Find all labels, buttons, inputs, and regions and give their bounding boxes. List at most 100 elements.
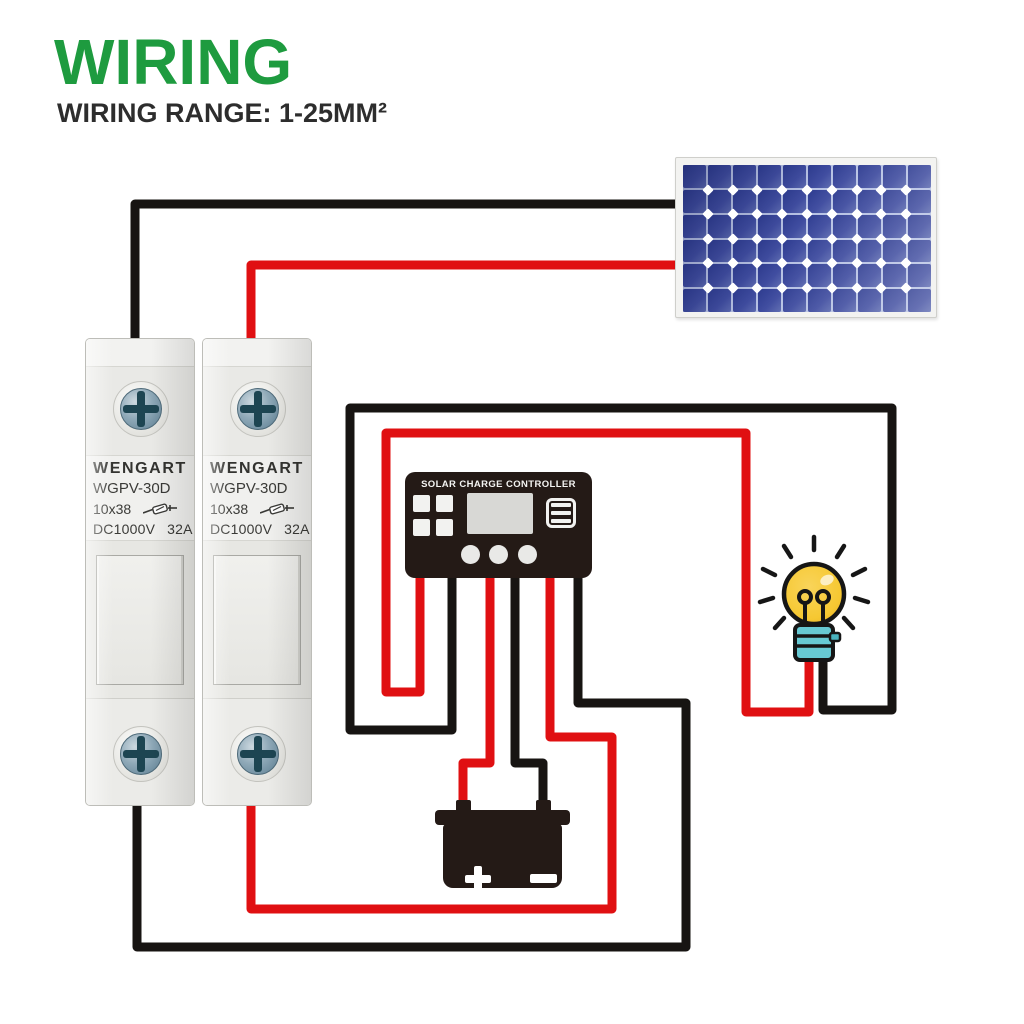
controller-title: SOLAR CHARGE CONTROLLER [421, 479, 576, 490]
solar-cell [733, 165, 756, 188]
controller-button [488, 545, 508, 564]
fuse-size-row: 10x38 [93, 499, 194, 519]
phillips-screw-icon [113, 726, 169, 782]
solar-cell [683, 165, 706, 188]
pv-negative-wire [130, 199, 675, 344]
solar-cell [883, 289, 906, 312]
bulb-glass [781, 561, 847, 627]
solar-cell [883, 214, 906, 238]
screw-cross [240, 750, 276, 758]
fuse-model: WGPV-30D [210, 480, 288, 497]
solar-cell [733, 264, 756, 288]
phillips-screw-icon [230, 381, 286, 437]
fuse-cartridge-icon [143, 503, 178, 515]
solar-cell [683, 264, 706, 288]
phillips-screw-icon [113, 381, 169, 437]
solar-cell [833, 264, 856, 288]
solar-cell [758, 264, 781, 288]
fuse-holder-top-cap [86, 339, 194, 367]
solar-cell [833, 214, 856, 238]
solar-cell [708, 264, 731, 288]
solar-cell [858, 214, 881, 238]
solar-cell [733, 189, 756, 213]
fuse-holder-top-cap [203, 339, 311, 367]
solar-cell [808, 165, 831, 188]
solar-cell [908, 189, 931, 213]
fuse-voltage: DC1000V [210, 521, 273, 537]
solar-cell [733, 289, 756, 312]
solar-cell [833, 239, 856, 263]
minus-symbol [530, 874, 557, 883]
fuse-current: 32A [284, 521, 310, 537]
fuse-holder-door [86, 541, 194, 699]
solar-cell [908, 165, 931, 188]
solar-cell [783, 189, 806, 213]
solar-cell [733, 214, 756, 238]
battery-positive-wire [458, 574, 495, 808]
controller-button [460, 545, 480, 564]
solar-cell [708, 214, 731, 238]
fuse-holder-door-panel [96, 555, 184, 685]
fuse-holder-door-panel [213, 555, 301, 685]
fuse-to-controller-negative-wire [132, 574, 691, 952]
battery-negative-wire [510, 574, 548, 808]
fuse-size: 10x38 [93, 501, 132, 517]
usb-port-icon [546, 498, 576, 528]
solar-cell [808, 264, 831, 288]
solar-panel-cells [683, 165, 931, 312]
solar-cell [683, 239, 706, 263]
phillips-screw-icon [230, 726, 286, 782]
solar-cell [833, 165, 856, 188]
solar-cell [708, 165, 731, 188]
solar-cell [758, 289, 781, 312]
solar-cell [833, 289, 856, 312]
screw-cross [123, 750, 159, 758]
solar-cell [858, 189, 881, 213]
controller-indicator-squares [413, 495, 453, 536]
fuse-cartridge-icon [260, 503, 295, 515]
solar-cell [908, 289, 931, 312]
solar-cell [858, 165, 881, 188]
solar-cell [883, 165, 906, 188]
solar-cell [708, 289, 731, 312]
indicator-square [436, 519, 453, 536]
solar-cell [883, 239, 906, 263]
page-title: WIRING [54, 26, 293, 98]
solar-cell [758, 189, 781, 213]
solar-cell [808, 214, 831, 238]
solar-cell [883, 264, 906, 288]
solar-cell [858, 239, 881, 263]
light-bulb-icon [757, 534, 871, 662]
solar-cell [783, 214, 806, 238]
bulb-highlight [820, 574, 834, 586]
fuse-brand: WENGART [93, 460, 187, 477]
solar-cell [758, 239, 781, 263]
fuse-holder-door [203, 541, 311, 699]
solar-cell [783, 289, 806, 312]
page-subtitle: WIRING RANGE: 1-25MM² [57, 98, 387, 128]
load-positive-wire [381, 428, 814, 717]
indicator-square [436, 495, 453, 512]
solar-cell [783, 165, 806, 188]
solar-cell [808, 189, 831, 213]
solar-cell [758, 165, 781, 188]
solar-cell [733, 239, 756, 263]
controller-button [517, 545, 537, 564]
solar-cell [758, 214, 781, 238]
battery-top-bar [435, 810, 570, 825]
solar-cell [808, 289, 831, 312]
bulb-rays [757, 534, 871, 631]
solar-cell [708, 189, 731, 213]
solar-cell [808, 239, 831, 263]
fuse-brand: WENGART [210, 460, 304, 477]
indicator-square [413, 519, 430, 536]
solar-cell [783, 239, 806, 263]
fuse-to-controller-positive-wire [246, 574, 617, 914]
bulb-base [793, 623, 835, 662]
